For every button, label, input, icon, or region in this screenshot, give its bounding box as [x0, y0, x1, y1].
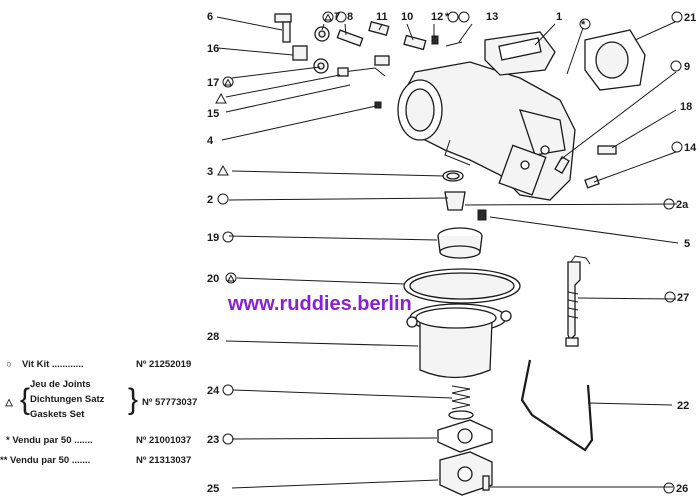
kit-symbol-c8: [335, 11, 347, 23]
sold50-b-number: Nº 21313037: [136, 455, 192, 466]
callout-symbols: [215, 11, 683, 494]
kit-symbol-c7: [322, 11, 334, 23]
kit-symbol-c21: [671, 11, 683, 23]
float-19: [437, 227, 483, 259]
kit-number: Nº 21252019: [136, 359, 192, 370]
kit-symbol-c2a: [663, 198, 675, 210]
gasket-21: [584, 29, 646, 91]
kit-symbol-c17: [222, 76, 234, 88]
legend-sold50-b-row: ** Vendu par 50 ....... Nº 21313037: [0, 455, 192, 466]
callout-12: 12: [431, 11, 443, 23]
callout-21: 21: [684, 12, 696, 24]
float-bowl-28: [406, 303, 512, 379]
callout-2: 2: [207, 194, 213, 206]
callout-2a: 2a: [676, 199, 689, 211]
callout-9: 9: [684, 61, 690, 73]
callout-16: 16: [207, 43, 219, 55]
kit-symbol-c2: [217, 193, 229, 205]
callout-24: 24: [207, 385, 220, 397]
callout-20: 20: [207, 273, 219, 285]
diaphragm-23: [437, 419, 493, 453]
svg-text:*: *: [581, 19, 586, 31]
callout-23: 23: [207, 434, 219, 446]
callout-4: 4: [207, 135, 214, 147]
callout-18: 18: [680, 101, 692, 113]
circle-symbol: ○: [6, 359, 12, 370]
callout-5: 5: [684, 238, 690, 250]
sold50-a-number: Nº 21001037: [136, 435, 192, 446]
callout-7: 7: [334, 11, 340, 23]
ring-3: [442, 170, 464, 182]
legend-sold50-a-row: * Vendu par 50 ....... Nº 21001037: [6, 435, 192, 446]
callout-27: 27: [677, 292, 689, 304]
pump-cover-25: [439, 451, 493, 496]
kit-symbol-c27: [664, 291, 676, 303]
star-markers: * *: [445, 11, 586, 31]
gasket-number: Nº 57773037: [142, 397, 198, 408]
carburetor-body: [397, 31, 576, 201]
sold50-a-label: Vendu par 50: [12, 435, 72, 446]
callout-10: 10: [401, 11, 413, 23]
callout-3: 3: [207, 166, 213, 178]
kit-symbol-c9: [670, 60, 682, 72]
kit-symbol-c19: [222, 231, 234, 243]
kit-symbol-c20: [225, 272, 237, 284]
triangle-symbol: [215, 92, 227, 104]
legend-kit-row: ○ Vit Kit ............ Nº 21252019: [0, 359, 230, 373]
callout-22: 22: [677, 400, 689, 412]
callout-25: 25: [207, 483, 219, 495]
callout-15: 15: [207, 108, 219, 120]
kit-symbol-c12: [447, 11, 459, 23]
kit-symbol-c24: [222, 384, 234, 396]
callout-17: 17: [207, 77, 219, 89]
bowl-gasket-20: [403, 268, 521, 304]
sold50-b-label: Vendu par 50: [10, 455, 70, 466]
kit-symbol-c23: [222, 433, 234, 445]
callout-14: 14: [684, 142, 697, 154]
watermark: www.ruddies.berlin: [227, 293, 412, 315]
callout-19: 19: [207, 232, 219, 244]
callout-1: 1: [556, 11, 562, 23]
callout-6: 6: [207, 11, 213, 23]
gasket-label-de: Dichtungen Satz: [30, 394, 105, 405]
kit-symbol-c1: [579, 18, 591, 30]
kit-symbol-c26: [663, 482, 675, 494]
triangle-symbol-legend: △: [5, 397, 13, 408]
small-parts-right: [554, 145, 617, 189]
wire-clip-22: [520, 359, 594, 452]
callout-26: 26: [676, 483, 688, 495]
callout-8: 8: [347, 11, 353, 23]
callout-28: 28: [207, 331, 219, 343]
triangle-symbol-c3: [217, 164, 229, 176]
small-parts-top: [274, 13, 463, 109]
callout-11: 11: [376, 11, 388, 23]
kit-symbol-c14: [671, 141, 683, 153]
gasket-label-fr: Jeu de Joints: [30, 379, 91, 390]
gasket-label-en: Gaskets Set: [30, 409, 85, 420]
jet-tube-27: [565, 255, 591, 347]
callout-numbers: 6 16 17 15 4 3 2 19 20 28 24 23 25 7 8 1…: [207, 11, 697, 495]
spring-24: [448, 385, 474, 420]
kit-symbol-c13: [458, 11, 470, 23]
kit-label: Vit Kit: [22, 359, 50, 370]
float-valve-2: [444, 191, 487, 221]
callout-13: 13: [486, 11, 498, 23]
svg-text:*: *: [445, 11, 450, 23]
leader-lines: [216, 16, 679, 489]
legend-gasket-row: △ { Jeu de Joints Dichtungen Satz Gasket…: [0, 379, 230, 423]
